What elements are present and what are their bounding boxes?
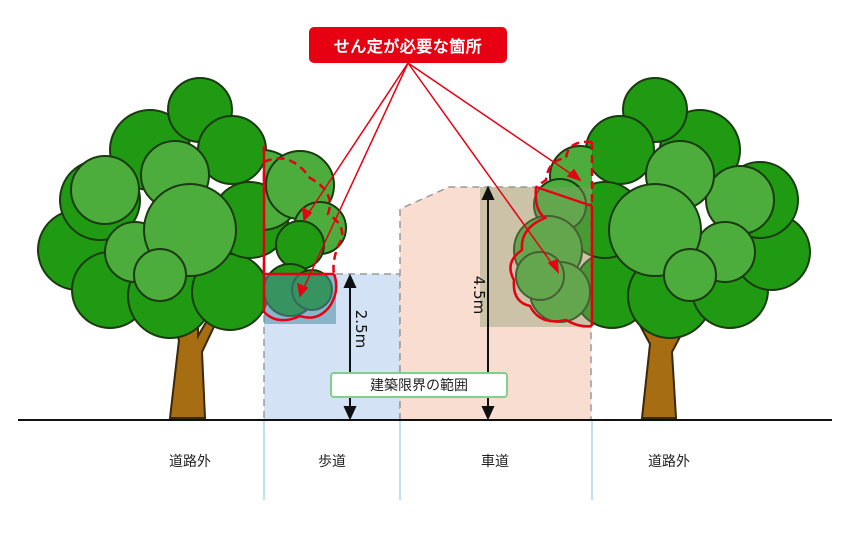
- tree-canopy: [37, 77, 289, 339]
- left-tree: [37, 77, 289, 419]
- right-prune-edge: [535, 140, 593, 189]
- tree-canopy: [566, 77, 811, 339]
- callout-pointers: [297, 62, 582, 298]
- zone-label-roadway: 車道: [481, 454, 509, 470]
- right-prune-edge-lower: [509, 186, 593, 328]
- sidewalk-height-label: 2.5m: [352, 309, 371, 349]
- left-prune-edge-lower: [262, 273, 338, 322]
- right-prune-outline-solid: [535, 185, 594, 326]
- right-prune-region: [480, 145, 592, 327]
- zone-label-outside-left: 道路外: [169, 454, 211, 470]
- roadway-height-label: 4.5m: [470, 275, 489, 315]
- clearance-area-label: 建築限界の範囲: [330, 372, 508, 398]
- prune-callout-label: せん定が必要な箇所: [309, 27, 507, 63]
- left-prune-edge: [263, 157, 344, 275]
- right-tree: [566, 77, 811, 419]
- left-prune-region: [264, 149, 347, 324]
- zone-label-sidewalk: 歩道: [318, 454, 346, 470]
- zone-label-outside-right: 道路外: [648, 454, 690, 470]
